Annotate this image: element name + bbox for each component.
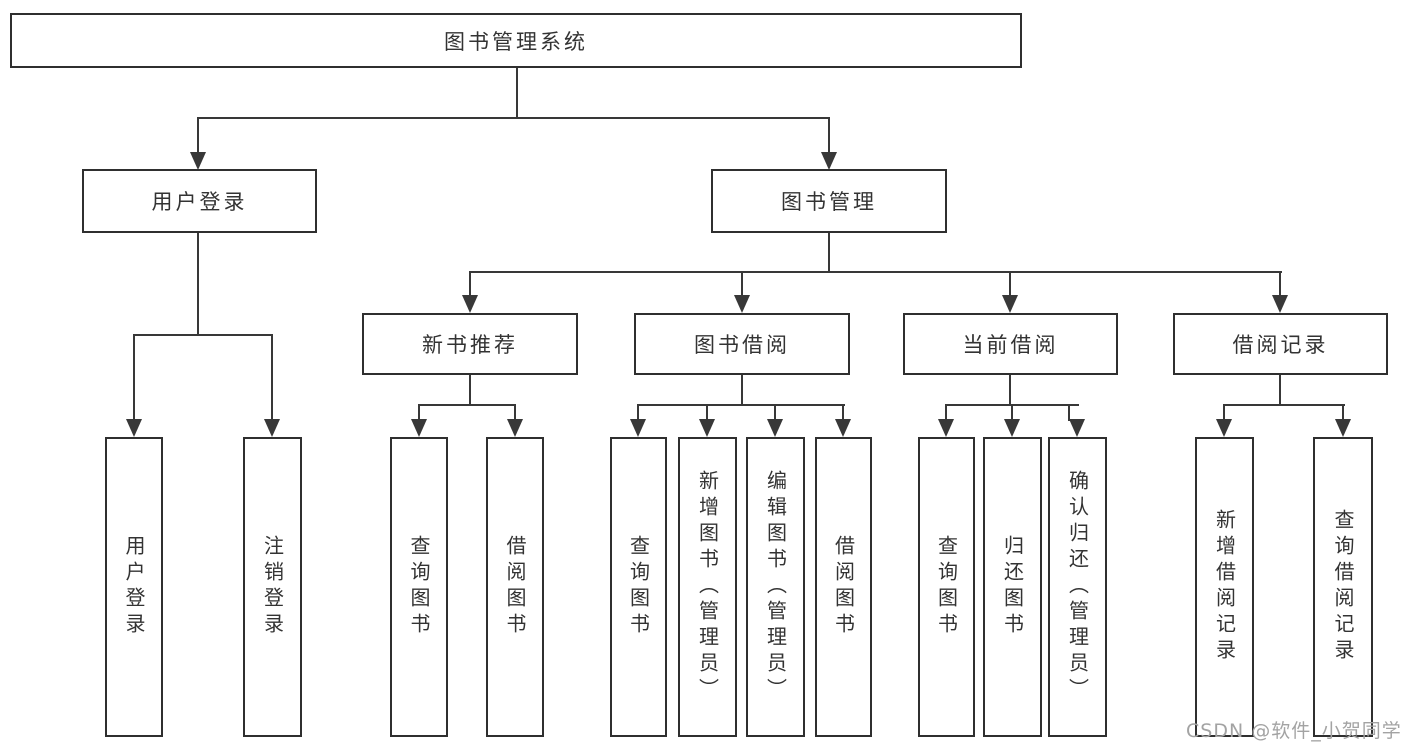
arrowhead-down-icon <box>462 295 478 313</box>
arrowhead-down-icon <box>734 295 750 313</box>
connector-line-v <box>197 232 199 336</box>
leaf-label: 确认归还（管理员） <box>1065 470 1090 704</box>
arrowhead-down-icon <box>699 419 715 437</box>
leaf-search-books-current: 查询图书 <box>918 437 975 737</box>
connector-line-h <box>637 404 845 406</box>
arrowhead-down-icon <box>507 419 523 437</box>
leaf-label: 查询图书 <box>407 535 431 639</box>
arrowhead-down-icon <box>1272 295 1288 313</box>
leaf-label: 用户登录 <box>122 535 146 639</box>
arrowhead-down-icon <box>767 419 783 437</box>
arrowhead-down-icon <box>1069 419 1085 437</box>
connector-line-v <box>516 68 518 118</box>
arrowhead-down-icon <box>1002 295 1018 313</box>
connector-line-v <box>1342 404 1344 421</box>
arrowhead-down-icon <box>1335 419 1351 437</box>
connector-line-v <box>197 117 199 154</box>
connector-line-v <box>842 404 844 421</box>
leaf-label: 借阅图书 <box>503 535 527 639</box>
leaf-logout-login: 注销登录 <box>243 437 302 737</box>
node-label: 图书管理 <box>781 190 877 214</box>
leaf-search-borrow-record: 查询借阅记录 <box>1313 437 1373 737</box>
node-new-book-recommend: 新书推荐 <box>362 313 578 375</box>
arrowhead-down-icon <box>835 419 851 437</box>
arrowhead-down-icon <box>264 419 280 437</box>
connector-line-v <box>514 404 516 421</box>
node-user-login: 用户登录 <box>82 169 317 233</box>
node-book-borrowing: 图书借阅 <box>634 313 850 375</box>
node-label: 用户登录 <box>151 190 248 214</box>
connector-line-h <box>197 117 830 119</box>
leaf-label: 查询图书 <box>626 535 651 639</box>
node-library-management-system: 图书管理系统 <box>10 13 1022 68</box>
leaf-label: 新增借阅记录 <box>1212 509 1237 665</box>
leaf-user-login: 用户登录 <box>105 437 163 737</box>
node-label: 图书管理系统 <box>444 29 588 54</box>
arrowhead-down-icon <box>630 419 646 437</box>
connector-line-v <box>945 404 947 421</box>
node-current-borrowing: 当前借阅 <box>903 313 1118 375</box>
connector-line-h <box>469 271 1282 273</box>
connector-line-v <box>469 375 471 406</box>
leaf-label: 编辑图书（管理员） <box>763 470 788 704</box>
connector-line-v <box>1011 404 1013 421</box>
arrowhead-down-icon <box>126 419 142 437</box>
leaf-return-books: 归还图书 <box>983 437 1042 737</box>
arrowhead-down-icon <box>821 152 837 170</box>
connector-line-v <box>1279 271 1281 297</box>
connector-line-h <box>133 334 273 336</box>
connector-line-v <box>1223 404 1225 421</box>
connector-line-v <box>133 334 135 421</box>
node-label: 图书借阅 <box>694 333 790 357</box>
arrowhead-down-icon <box>190 152 206 170</box>
leaf-edit-books-admin: 编辑图书（管理员） <box>746 437 805 737</box>
connector-line-v <box>741 271 743 297</box>
connector-line-v <box>706 404 708 421</box>
leaf-search-books-recommend: 查询图书 <box>390 437 448 737</box>
leaf-add-books-admin: 新增图书（管理员） <box>678 437 737 737</box>
leaf-label: 注销登录 <box>260 535 285 639</box>
node-label: 借阅记录 <box>1232 333 1329 357</box>
connector-line-v <box>828 117 830 154</box>
connector-line-v <box>271 334 273 421</box>
arrowhead-down-icon <box>1004 419 1020 437</box>
connector-line-v <box>418 404 420 421</box>
connector-line-v <box>469 271 471 297</box>
arrowhead-down-icon <box>411 419 427 437</box>
connector-line-h <box>418 404 516 406</box>
node-book-management: 图书管理 <box>711 169 947 233</box>
connector-line-v <box>1009 271 1011 297</box>
watermark: CSDN @软件_小贺同学 <box>1186 720 1402 742</box>
leaf-label: 借阅图书 <box>831 535 856 639</box>
connector-line-v <box>637 404 639 421</box>
connector-line-v <box>828 232 830 273</box>
node-borrowing-records: 借阅记录 <box>1173 313 1388 375</box>
leaf-search-books-borrowing: 查询图书 <box>610 437 667 737</box>
leaf-label: 归还图书 <box>1000 535 1025 639</box>
leaf-label: 查询借阅记录 <box>1331 509 1355 665</box>
connector-line-v <box>1009 375 1011 406</box>
leaf-add-borrow-record: 新增借阅记录 <box>1195 437 1254 737</box>
connector-line-v <box>741 375 743 406</box>
connector-line-v <box>1279 375 1281 406</box>
connector-line-h <box>1223 404 1345 406</box>
leaf-confirm-return-admin: 确认归还（管理员） <box>1048 437 1107 737</box>
connector-line-v <box>1068 404 1070 421</box>
leaf-borrow-books-recommend: 借阅图书 <box>486 437 544 737</box>
leaf-label: 新增图书（管理员） <box>695 470 720 704</box>
arrowhead-down-icon <box>1216 419 1232 437</box>
node-label: 新书推荐 <box>422 333 518 357</box>
arrowhead-down-icon <box>938 419 954 437</box>
node-label: 当前借阅 <box>962 333 1059 357</box>
leaf-label: 查询图书 <box>934 535 959 639</box>
connector-line-v <box>774 404 776 421</box>
leaf-borrow-books: 借阅图书 <box>815 437 872 737</box>
